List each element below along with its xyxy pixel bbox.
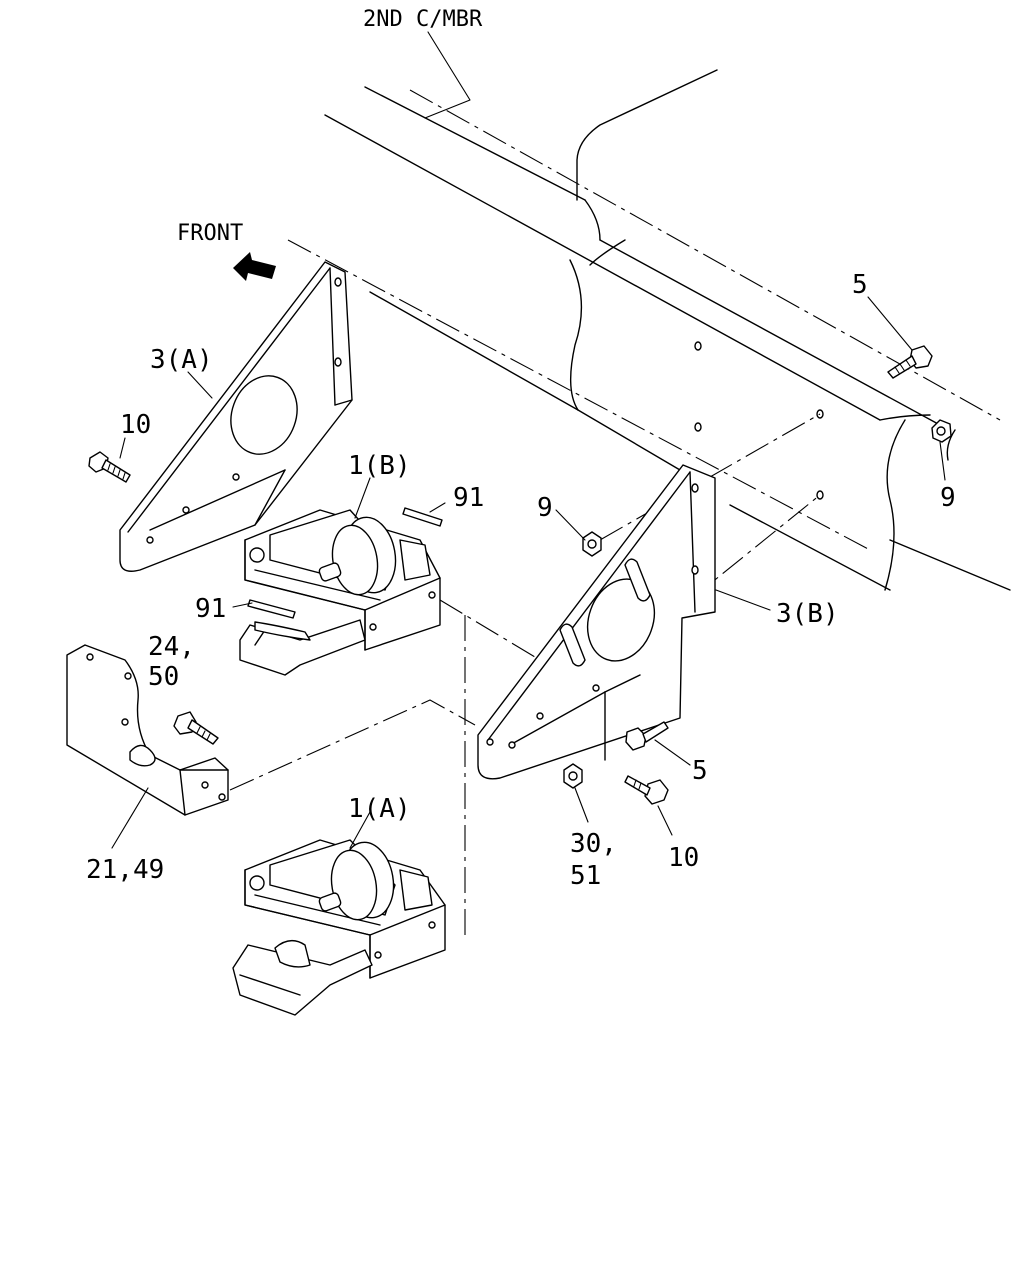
label-bolt-24-50-line1: 24, bbox=[148, 632, 195, 662]
plate-21-49 bbox=[66, 644, 229, 816]
label-frame-member: 2ND C/MBR bbox=[363, 7, 483, 32]
label-nut-30-51-line2: 51 bbox=[570, 861, 601, 891]
label-mount-1a: 1(A) bbox=[348, 794, 411, 824]
label-bracket-3a: 3(A) bbox=[150, 345, 213, 375]
label-nut-30-51-line1: 30, bbox=[570, 829, 617, 859]
bolt-10-right bbox=[624, 775, 669, 805]
bolt-5-top bbox=[887, 345, 933, 379]
leader-lines bbox=[111, 31, 946, 849]
label-bolt-24-50-line2: 50 bbox=[148, 662, 179, 692]
bolt-10-left bbox=[88, 451, 131, 483]
label-bolt-5-top: 5 bbox=[852, 270, 868, 300]
centre-lines bbox=[159, 89, 1001, 940]
label-nut-9-right: 9 bbox=[940, 483, 956, 513]
bracket-3b bbox=[477, 464, 716, 780]
label-pin-91-upper: 91 bbox=[453, 483, 484, 513]
frame-rail bbox=[324, 69, 1011, 591]
nut-9-right bbox=[931, 419, 952, 443]
bolt-24-50 bbox=[173, 711, 219, 745]
front-arrow-icon bbox=[233, 252, 276, 281]
label-mount-1b: 1(B) bbox=[348, 451, 411, 481]
label-bolt-5-bottom: 5 bbox=[692, 756, 708, 786]
label-pin-91-lower: 91 bbox=[195, 594, 226, 624]
pin-91-upper bbox=[402, 507, 443, 527]
label-bolt-10-left: 10 bbox=[120, 410, 151, 440]
label-bolt-10-right: 10 bbox=[668, 843, 699, 873]
label-plate-21-49: 21,49 bbox=[86, 855, 164, 885]
label-nut-9-left: 9 bbox=[537, 493, 553, 523]
nut-30-51 bbox=[563, 763, 583, 789]
label-bracket-3b: 3(B) bbox=[776, 599, 839, 629]
mount-1b bbox=[239, 509, 441, 676]
nut-9-left bbox=[582, 531, 602, 557]
label-front: FRONT bbox=[177, 221, 243, 246]
bolt-5-bottom bbox=[625, 721, 669, 751]
mount-1a bbox=[232, 839, 446, 1016]
bracket-3a bbox=[119, 261, 353, 572]
callout-labels: 2ND C/MBR FRONT 3(A) 10 1(B) 91 5 9 9 91… bbox=[86, 7, 956, 891]
